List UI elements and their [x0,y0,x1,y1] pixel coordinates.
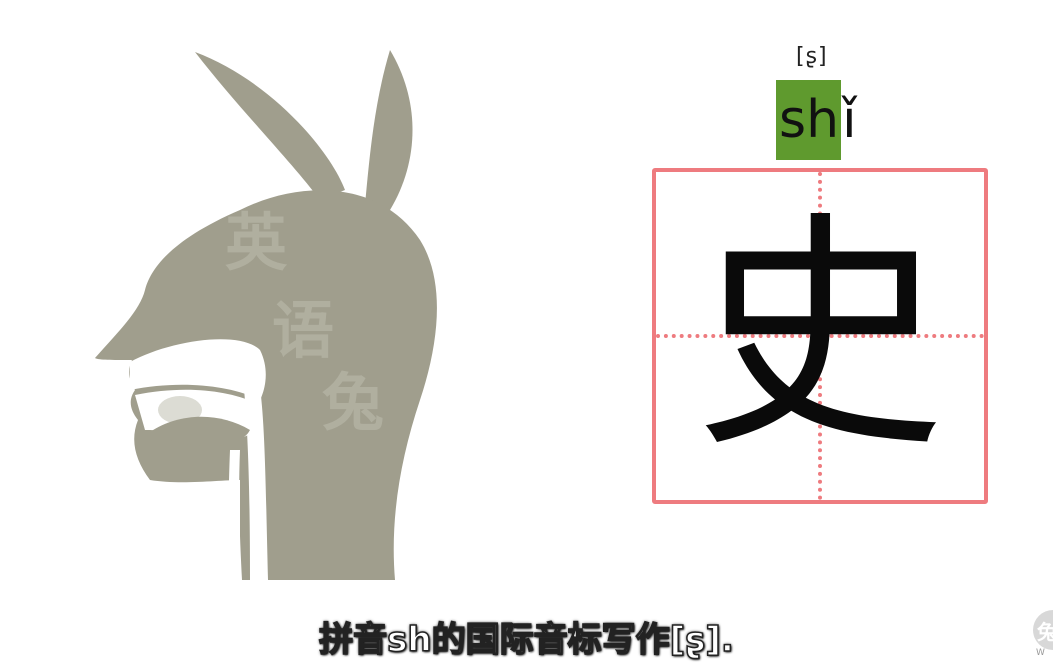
head-cross-section-illustration [95,50,437,580]
watermark-char-2: 语 [272,294,335,367]
pinyin-syllable: sh ǐ [776,80,857,160]
nasal-cavity [130,339,266,400]
watermark-char-1: 英 [225,206,288,279]
channel-logo-char: 兔 [1037,619,1053,644]
head-silhouette [95,190,437,580]
channel-logo-icon: 兔 [1033,610,1053,650]
corner-text: W [1036,648,1045,658]
tongue [150,416,250,447]
trachea [228,450,242,580]
ipa-label: [ʂ] [796,44,828,69]
pinyin-initial: sh [779,90,840,150]
video-subtitle: 拼音sh的国际音标写作[ʂ]. [318,619,734,661]
pinyin-initial-highlight: sh [776,80,842,160]
watermark-char-3: 兔 [322,366,385,439]
pharynx [242,360,268,580]
chinese-character: 史 [695,190,945,481]
character-grid: 史 [652,168,988,504]
right-ear-shape [365,50,413,210]
grid-vertical-guide [818,172,822,500]
left-ear-shape [195,52,345,200]
pinyin-final: ǐ [842,90,857,150]
air-glow [158,396,202,424]
